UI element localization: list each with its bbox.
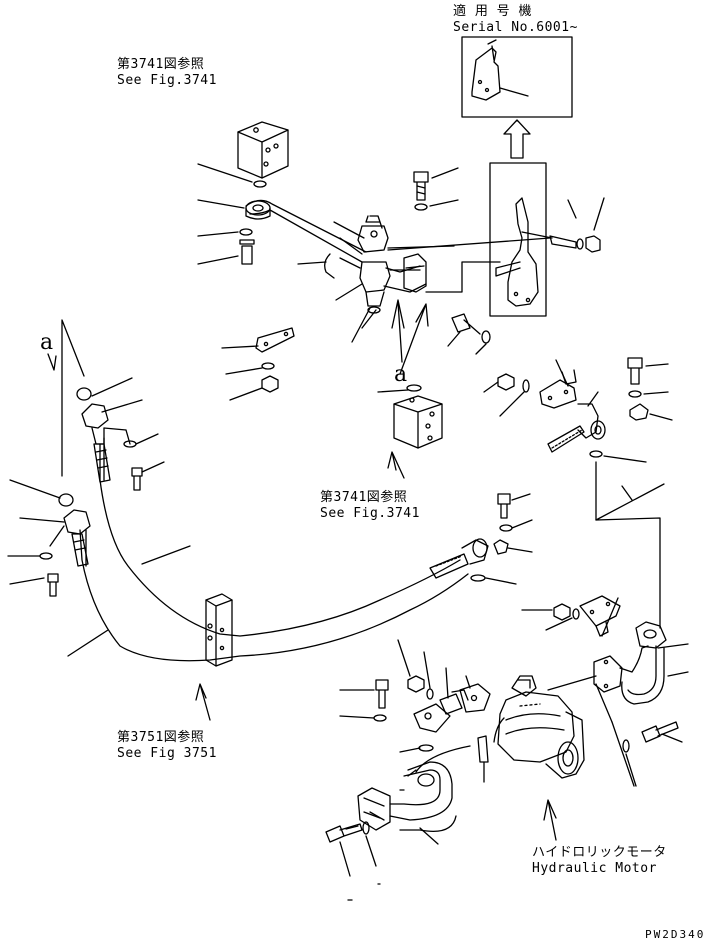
ref-fig-3751-en: See Fig 3751 bbox=[117, 746, 217, 761]
inset-variant-box bbox=[461, 36, 573, 118]
manifold-tube bbox=[197, 199, 367, 279]
hydraulic-motor-jp: ハイドロリックモータ bbox=[532, 845, 667, 860]
bracket-box bbox=[489, 162, 577, 317]
nut-washer-set bbox=[567, 197, 605, 253]
serial-number-label: Serial No.6001~ bbox=[453, 20, 578, 35]
bolt-center bbox=[447, 313, 491, 355]
ref-fig-3741-top-en: See Fig.3741 bbox=[117, 73, 217, 88]
hose-fitting-mid bbox=[429, 493, 533, 585]
tube-right-lower bbox=[521, 595, 689, 787]
clip-bracket bbox=[221, 327, 295, 401]
hydraulic-motor-en: Hydraulic Motor bbox=[532, 861, 657, 876]
mark-a-left: a bbox=[40, 330, 54, 355]
ref-fig-3741-mid-jp: 第3741図参照 bbox=[320, 490, 408, 505]
ref-fig-3741-top-jp: 第3741図参照 bbox=[117, 57, 205, 72]
mark-a-center: a bbox=[394, 362, 408, 387]
right-top-fittings bbox=[483, 359, 647, 463]
hoses bbox=[79, 437, 665, 662]
variant-arrow bbox=[503, 119, 531, 159]
valve-block-top bbox=[197, 121, 289, 188]
tee-cluster bbox=[333, 215, 551, 343]
leader-line bbox=[425, 261, 501, 293]
page-code: PW2D340 bbox=[645, 928, 706, 941]
applicable-serial-jp: 適 用 号 機 bbox=[453, 4, 532, 19]
ref-fig-3741-mid-en: See Fig.3741 bbox=[320, 506, 420, 521]
hose-end-upper-left bbox=[76, 377, 165, 491]
fittings-lower-center bbox=[339, 639, 491, 783]
a-marker-leaders bbox=[47, 303, 429, 477]
hose-end-lower-left bbox=[7, 479, 91, 597]
ref-fig-3751-jp: 第3751図参照 bbox=[117, 730, 205, 745]
valve-block-mid bbox=[377, 299, 443, 479]
valve-block-lower bbox=[67, 545, 233, 721]
bolt-right-top bbox=[627, 357, 673, 421]
bolt-upper bbox=[413, 167, 459, 211]
hydraulic-motor bbox=[493, 675, 597, 841]
u-tube-lower bbox=[325, 745, 471, 901]
